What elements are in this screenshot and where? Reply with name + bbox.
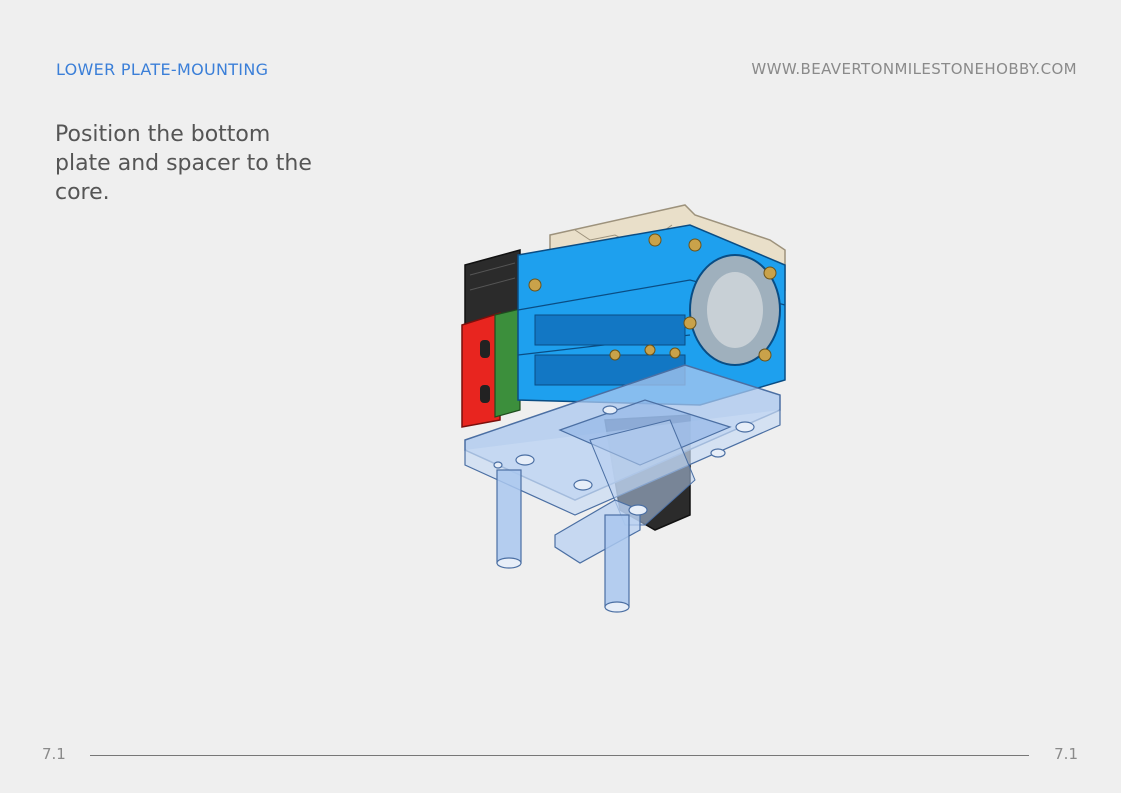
instruction-text: Position the bottom plate and spacer to … — [55, 122, 312, 205]
assembly-illustration — [440, 195, 810, 625]
spacer-left — [496, 469, 522, 564]
spacers — [496, 469, 630, 613]
page-number-right: 7.1 — [1054, 745, 1078, 763]
red-part — [461, 311, 501, 428]
website-url: WWW.BEAVERTONMILESTONEHOBBY.COM — [751, 60, 1077, 78]
section-title: LOWER PLATE-MOUNTING — [56, 60, 269, 79]
footer-divider — [90, 755, 1029, 756]
page-number-left: 7.1 — [42, 745, 66, 763]
spacer-right — [604, 514, 630, 608]
green-part — [494, 308, 521, 418]
